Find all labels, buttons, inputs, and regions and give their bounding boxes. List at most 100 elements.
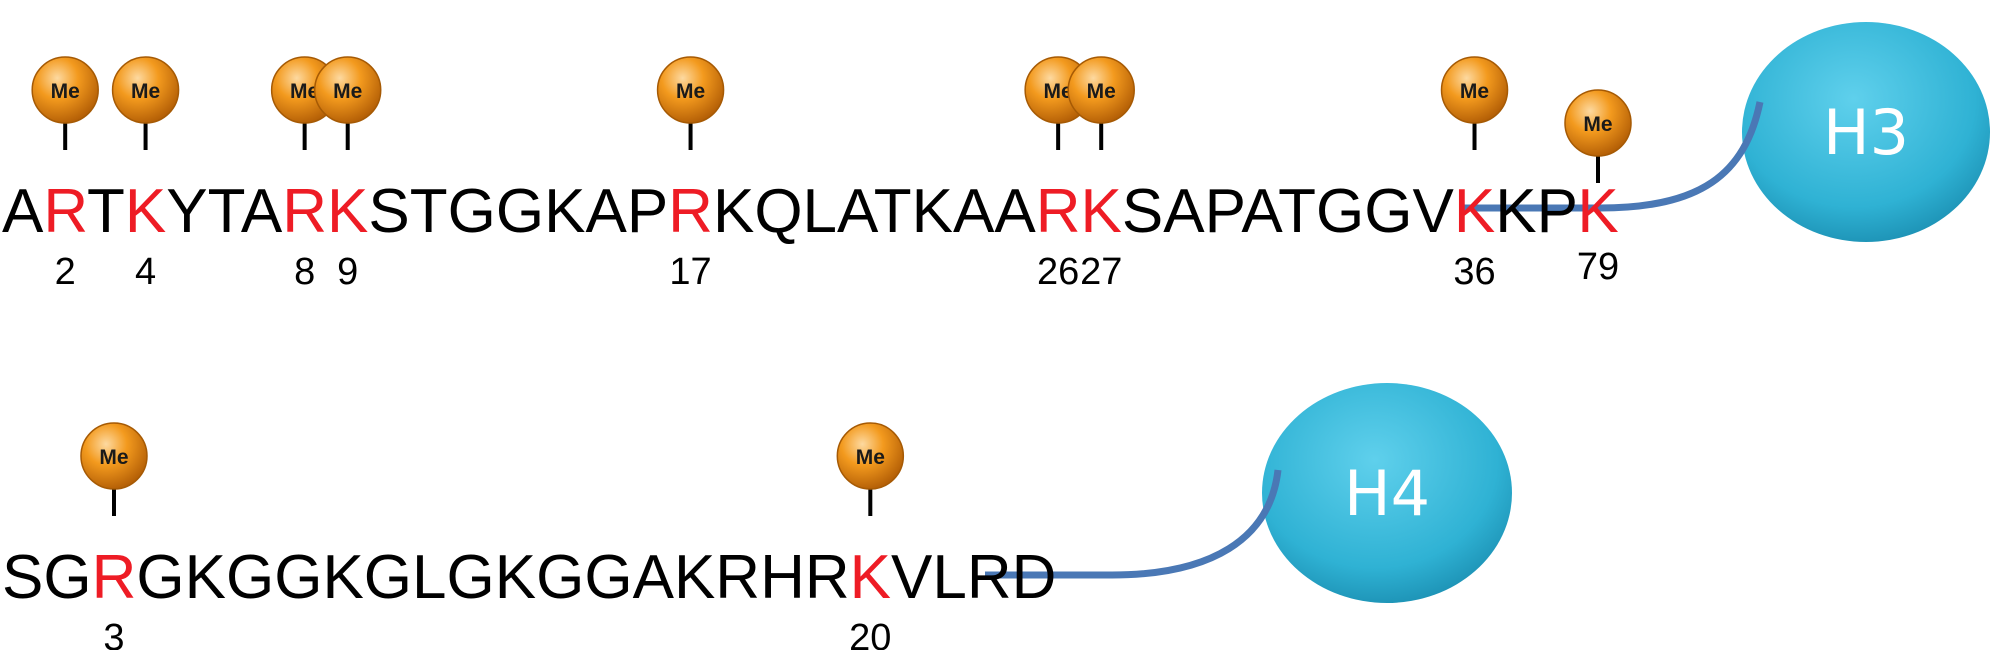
residue: K <box>322 543 363 612</box>
residue: A <box>241 177 283 246</box>
methyl-ball <box>656 56 725 124</box>
h3-group: H3 ARTKYTARKSTGGKAPRKQLATKAARKSAPATGGVKK… <box>2 22 1990 293</box>
residue: K <box>674 543 715 612</box>
residue: A <box>837 177 879 246</box>
residue: H <box>760 543 805 612</box>
modified-residue: K <box>125 177 166 246</box>
residue: P <box>1537 177 1578 246</box>
residue: A <box>953 177 995 246</box>
residue: T <box>208 177 245 246</box>
residue: G <box>448 177 496 246</box>
methyl-label: Me <box>1460 80 1489 103</box>
residue: G <box>1316 177 1364 246</box>
h3-sequence: ARTKYTARKSTGGKAPRKQLATKAARKSAPATGGVKKPMe… <box>2 56 1578 293</box>
residue: A <box>1163 177 1205 246</box>
h3-position-79: 79 <box>1577 246 1619 288</box>
residue: L <box>412 543 446 612</box>
residue: R <box>967 543 1012 612</box>
h3-methyl-79: Me <box>1564 89 1632 183</box>
h3-core <box>1742 22 1990 242</box>
residue: K <box>713 177 754 246</box>
h3-methyl-4: Me <box>111 56 180 150</box>
methyl-ball <box>313 56 382 124</box>
h3-position-27: 27 <box>1080 251 1122 293</box>
h3-methyl-17: Me <box>656 56 725 150</box>
residue: K <box>1495 177 1536 246</box>
modified-residue: R <box>668 177 713 246</box>
residue: Y <box>166 177 207 246</box>
h4-core <box>1262 383 1512 603</box>
residue: T <box>87 177 125 246</box>
h3-position-26: 26 <box>1037 251 1079 293</box>
residue: G <box>447 543 495 612</box>
h3-position-36: 36 <box>1453 251 1495 293</box>
h4-core-label: H4 <box>1344 457 1430 530</box>
h3-core-label: H3 <box>1823 96 1909 169</box>
methyl-ball <box>80 422 148 490</box>
methyl-label: Me <box>99 446 128 469</box>
methyl-label: Me <box>51 80 80 103</box>
methyl-label: Me <box>856 446 885 469</box>
h3-methyl-36: Me <box>1440 56 1509 150</box>
h3-methyl-27: Me <box>1067 56 1135 150</box>
residue: L <box>932 543 966 612</box>
residue: K <box>495 543 536 612</box>
residue: Q <box>754 177 802 246</box>
modified-residue: R <box>92 543 137 612</box>
residue: V <box>1412 177 1454 246</box>
methyl-label: Me <box>290 80 319 103</box>
methyl-label: Me <box>1044 80 1073 103</box>
methyl-ball <box>111 56 180 124</box>
modified-residue: R <box>282 177 327 246</box>
residue: G <box>226 543 274 612</box>
residue: K <box>185 543 226 612</box>
modified-residue: K <box>1577 177 1618 246</box>
modified-residue: R <box>1036 177 1081 246</box>
modified-residue: K <box>327 177 368 246</box>
h4-methyl-20: Me <box>836 422 905 516</box>
methyl-label: Me <box>1087 80 1116 103</box>
h3-position-4: 4 <box>135 251 156 293</box>
modified-residue: K <box>850 543 891 612</box>
residue: T <box>410 177 448 246</box>
residue: A <box>2 177 44 246</box>
residue: V <box>891 543 933 612</box>
h4-position-20: 20 <box>849 617 891 650</box>
residue: R <box>715 543 760 612</box>
h4-position-3: 3 <box>103 617 124 650</box>
residue: P <box>1205 177 1244 246</box>
residue: G <box>1364 177 1412 246</box>
residue: T <box>874 177 912 246</box>
residue: S <box>1122 177 1163 246</box>
h4-tail-line <box>985 469 1282 579</box>
residue: G <box>536 543 584 612</box>
residue: T <box>1278 177 1316 246</box>
residue: G <box>584 543 632 612</box>
residue: G <box>43 543 91 612</box>
methyl-ball <box>836 422 905 490</box>
residue: G <box>274 543 322 612</box>
methyl-label: Me <box>1583 113 1612 136</box>
residue: S <box>2 543 43 612</box>
h3-methyl-9: Me <box>313 56 382 150</box>
methyl-ball <box>1564 89 1632 157</box>
residue: A <box>633 543 675 612</box>
residue: D <box>1012 543 1057 612</box>
residue: S <box>368 177 409 246</box>
methyl-ball <box>1067 56 1135 124</box>
residue: K <box>912 177 953 246</box>
h4-methyl-3: Me <box>80 422 148 516</box>
residue: L <box>803 177 837 246</box>
residue: K <box>544 177 585 246</box>
methyl-label: Me <box>333 80 362 103</box>
residue: A <box>994 177 1036 246</box>
modified-residue: K <box>1081 177 1122 246</box>
residue: A <box>585 177 627 246</box>
h3-position-17: 17 <box>669 251 711 293</box>
modified-residue: K <box>1454 177 1495 246</box>
residue: A <box>1241 177 1283 246</box>
